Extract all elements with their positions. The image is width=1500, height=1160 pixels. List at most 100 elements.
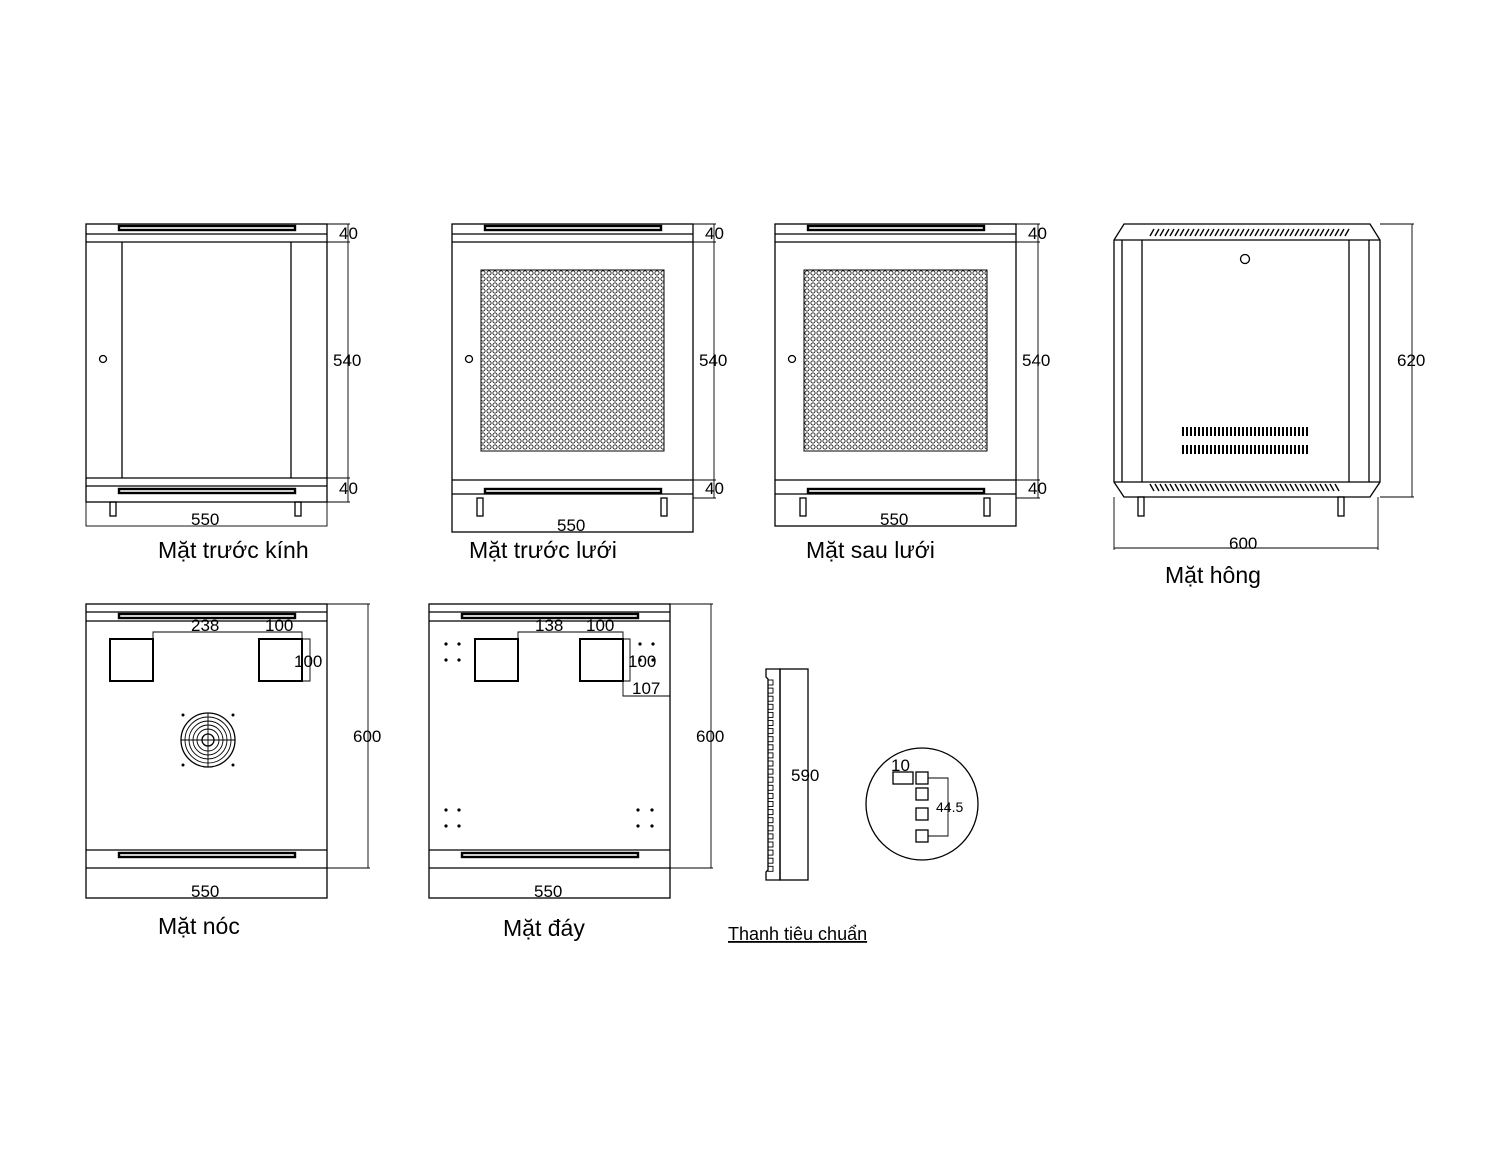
dim-height: 620 bbox=[1397, 351, 1425, 370]
vent-slot bbox=[1194, 445, 1196, 454]
vent-slot bbox=[1314, 483, 1320, 492]
top-vent bbox=[806, 224, 986, 232]
vent-slot bbox=[1234, 483, 1240, 492]
lock-hole-icon bbox=[1239, 253, 1251, 265]
vent-slot bbox=[1184, 483, 1190, 492]
vent-slot bbox=[1244, 228, 1250, 237]
vent-slot bbox=[1254, 228, 1260, 237]
vent-slot bbox=[1306, 445, 1308, 454]
vent-slot bbox=[1194, 228, 1200, 237]
vent-slot bbox=[1204, 228, 1210, 237]
vent-slot bbox=[1149, 483, 1155, 492]
dim-cutout-height: 100 bbox=[628, 652, 656, 671]
vent-slot bbox=[1209, 228, 1215, 237]
vent-slot bbox=[1174, 228, 1180, 237]
vent-slot bbox=[1190, 445, 1192, 454]
vent-slot bbox=[1159, 228, 1165, 237]
vent-slot bbox=[1339, 228, 1345, 237]
vent-slot bbox=[1186, 445, 1188, 454]
dim-height: 540 bbox=[1022, 351, 1050, 370]
dim-height: 540 bbox=[333, 351, 361, 370]
mount-hole bbox=[651, 642, 655, 646]
rail-hole bbox=[767, 679, 774, 686]
dim-width: 550 bbox=[191, 510, 219, 529]
standard-rail: 590 Thanh tiêu chuẩn bbox=[728, 668, 867, 944]
rail-hole bbox=[767, 752, 774, 759]
vent-slot bbox=[1294, 445, 1296, 454]
vent-slot bbox=[1259, 228, 1265, 237]
vent-slot bbox=[1289, 483, 1295, 492]
vent-slot bbox=[1309, 228, 1315, 237]
vent-slot bbox=[1244, 483, 1250, 492]
dim-bottom: 40 bbox=[705, 479, 724, 498]
foot bbox=[660, 497, 668, 517]
vent-slot bbox=[1294, 483, 1300, 492]
vent-slot bbox=[1224, 483, 1230, 492]
vent-slot bbox=[1246, 445, 1248, 454]
top-vent bbox=[460, 612, 640, 620]
vent-slot bbox=[1334, 483, 1340, 492]
dim-cutout-width: 100 bbox=[586, 616, 614, 635]
top-vent bbox=[117, 224, 297, 232]
vent-slot bbox=[1278, 445, 1280, 454]
rail-hole bbox=[767, 857, 774, 864]
vent-slot bbox=[1159, 483, 1165, 492]
dim-width: 550 bbox=[880, 510, 908, 529]
vent-slot bbox=[1222, 445, 1224, 454]
dim-offset: 138 bbox=[535, 616, 563, 635]
mount-hole bbox=[457, 808, 461, 812]
vent-slot bbox=[1238, 445, 1240, 454]
vent-slot bbox=[1214, 228, 1220, 237]
rail-hole bbox=[767, 687, 774, 694]
side-view: 620 600 Mặt hông bbox=[1113, 223, 1425, 588]
vent-slot bbox=[1174, 483, 1180, 492]
vent-slot bbox=[1262, 445, 1264, 454]
vent-slot bbox=[1206, 445, 1208, 454]
vent-slot bbox=[1194, 427, 1196, 436]
dim-bottom: 40 bbox=[1028, 479, 1047, 498]
vent-slot bbox=[1154, 483, 1160, 492]
vent-slot bbox=[1226, 445, 1228, 454]
vent-slot bbox=[1229, 228, 1235, 237]
vent-slot bbox=[1266, 427, 1268, 436]
vent-slot bbox=[1334, 228, 1340, 237]
dim-width: 550 bbox=[191, 882, 219, 901]
mount-hole bbox=[444, 658, 448, 662]
vent-slot bbox=[1324, 483, 1330, 492]
fan-icon bbox=[180, 712, 236, 768]
vent-slot bbox=[1249, 228, 1255, 237]
door-lock-icon bbox=[464, 354, 474, 364]
vent-slot bbox=[1234, 228, 1240, 237]
vent-slot bbox=[1254, 427, 1256, 436]
rail-hole bbox=[767, 865, 774, 872]
vent-slot bbox=[1214, 445, 1216, 454]
vent-slot bbox=[1319, 483, 1325, 492]
vent-slot bbox=[1254, 483, 1260, 492]
foot bbox=[983, 497, 991, 517]
door-lock-icon bbox=[787, 354, 797, 364]
vent-slot bbox=[1194, 483, 1200, 492]
rail-hole bbox=[767, 817, 774, 824]
vent-slot bbox=[1302, 427, 1304, 436]
dim-depth: 600 bbox=[353, 727, 381, 746]
vent-slot bbox=[1258, 427, 1260, 436]
foot bbox=[294, 501, 302, 517]
foot bbox=[476, 497, 484, 517]
vent-slot bbox=[1230, 445, 1232, 454]
dim-depth: 600 bbox=[696, 727, 724, 746]
hole-detail: 10 44.5 bbox=[865, 747, 979, 861]
vent-slot bbox=[1186, 427, 1188, 436]
vent-slot bbox=[1169, 483, 1175, 492]
side-vent-slots bbox=[1182, 427, 1308, 454]
vent-slot bbox=[1246, 427, 1248, 436]
mount-hole bbox=[651, 658, 655, 662]
caption-rail[interactable]: Thanh tiêu chuẩn bbox=[728, 924, 867, 944]
cable-cutout bbox=[258, 638, 303, 682]
foot bbox=[799, 497, 807, 517]
vent-slot bbox=[1254, 445, 1256, 454]
rail-hole bbox=[767, 833, 774, 840]
vent-slot bbox=[1238, 427, 1240, 436]
rail-hole bbox=[767, 736, 774, 743]
vent-slot bbox=[1274, 427, 1276, 436]
